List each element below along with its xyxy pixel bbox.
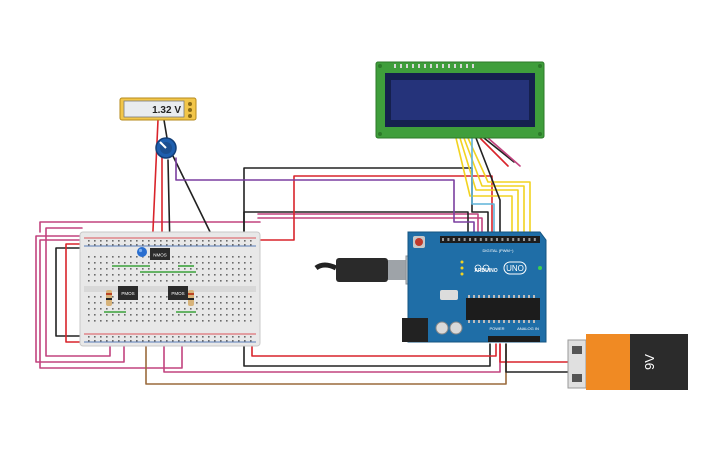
lcd-display[interactable] [375,61,545,139]
wire-purple[interactable] [175,157,475,241]
wire-black[interactable] [475,137,501,241]
capacitor[interactable] [137,247,147,257]
green-jumpers [104,265,196,313]
battery-label: 9V [642,354,657,370]
wire-pink[interactable] [39,221,261,233]
nmos-transistor[interactable]: NMOS [150,248,170,260]
wire-red[interactable] [479,137,509,167]
digital-header [442,238,536,241]
battery-9v[interactable]: 9V [567,334,688,390]
arduino-model: UNO [506,264,524,273]
wire-black[interactable] [243,211,469,241]
potentiometer-knob[interactable] [159,141,167,149]
resistor[interactable] [188,290,194,306]
arduino-uno[interactable]: DIGITAL (PWM~) ARDUINO UNO POWER ANALOG … [402,231,547,343]
chip-pins [468,295,535,323]
power-label: POWER [489,326,504,331]
wire-yellow[interactable] [467,137,531,241]
wire-blue[interactable] [471,137,495,241]
wire-black[interactable] [55,247,83,337]
transistor-label: PMOS [171,291,184,296]
wire-black[interactable] [483,137,515,163]
wire-red[interactable] [151,119,159,253]
wire-pink[interactable] [487,137,521,167]
wire-yellow[interactable] [463,137,525,241]
wire-pink[interactable] [257,213,479,241]
digital-label: DIGITAL (PWM~) [483,248,515,253]
wire-black[interactable] [505,343,579,379]
wire-red[interactable] [65,243,83,343]
pmos-transistor[interactable]: PMOS [168,286,188,300]
wire-black[interactable] [243,339,491,367]
wire-black[interactable] [243,167,489,241]
wire-yellow[interactable] [459,137,519,241]
wire-red[interactable] [251,175,493,241]
transistor-label: PMOS [121,291,134,296]
wire-red[interactable] [251,343,497,357]
wire-pink[interactable] [39,239,183,369]
wire-yellow[interactable] [455,137,513,241]
pmos-transistor[interactable]: PMOS [118,286,138,300]
multimeter[interactable]: 1.32 V [119,97,197,121]
wires [35,119,579,385]
transistor-label: NMOS [153,253,167,258]
resistor[interactable] [106,290,112,306]
wire-red[interactable] [499,343,579,363]
wire-black[interactable] [171,153,215,241]
analog-label: ANALOG IN [517,326,539,331]
multimeter-reading: 1.32 V [152,105,181,116]
lcd-pins [394,64,474,68]
potentiometer[interactable] [155,137,177,159]
breadboard-holes [88,240,252,342]
